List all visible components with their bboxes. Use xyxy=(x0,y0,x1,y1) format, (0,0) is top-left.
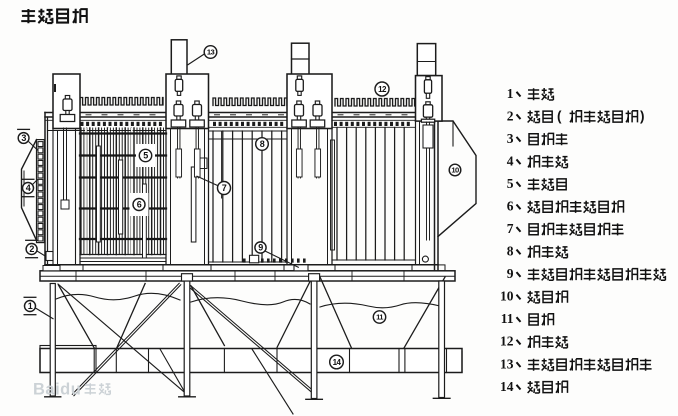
svg-text:7: 7 xyxy=(222,183,227,193)
svg-text:3: 3 xyxy=(21,133,26,143)
svg-text:1: 1 xyxy=(507,86,514,101)
svg-text:10: 10 xyxy=(500,289,514,304)
svg-text:13: 13 xyxy=(207,48,215,57)
svg-text:14: 14 xyxy=(500,379,514,394)
svg-text:12: 12 xyxy=(500,334,514,349)
svg-text:7: 7 xyxy=(507,221,514,236)
svg-text:13: 13 xyxy=(500,356,514,371)
svg-text:9: 9 xyxy=(507,266,514,281)
svg-text:): ) xyxy=(640,108,645,123)
svg-text:5: 5 xyxy=(143,151,148,161)
svg-text:3: 3 xyxy=(507,131,514,146)
svg-text:2: 2 xyxy=(29,244,34,254)
svg-text:14: 14 xyxy=(333,358,342,367)
svg-text:4: 4 xyxy=(507,153,514,168)
svg-text:10: 10 xyxy=(451,166,459,175)
svg-text:1: 1 xyxy=(28,301,33,311)
svg-text:11: 11 xyxy=(376,313,384,322)
svg-text:11: 11 xyxy=(501,311,514,326)
svg-text:(: ( xyxy=(557,108,562,123)
svg-text:2: 2 xyxy=(507,108,514,123)
svg-text:8: 8 xyxy=(260,139,265,149)
svg-text:4: 4 xyxy=(26,183,31,193)
svg-text:Baidu: Baidu xyxy=(33,381,81,399)
svg-text:12: 12 xyxy=(378,85,387,94)
svg-text:5: 5 xyxy=(507,176,514,191)
svg-text:8: 8 xyxy=(507,244,514,259)
svg-text:9: 9 xyxy=(258,243,263,253)
svg-text:6: 6 xyxy=(137,200,142,210)
svg-text:6: 6 xyxy=(507,199,514,214)
